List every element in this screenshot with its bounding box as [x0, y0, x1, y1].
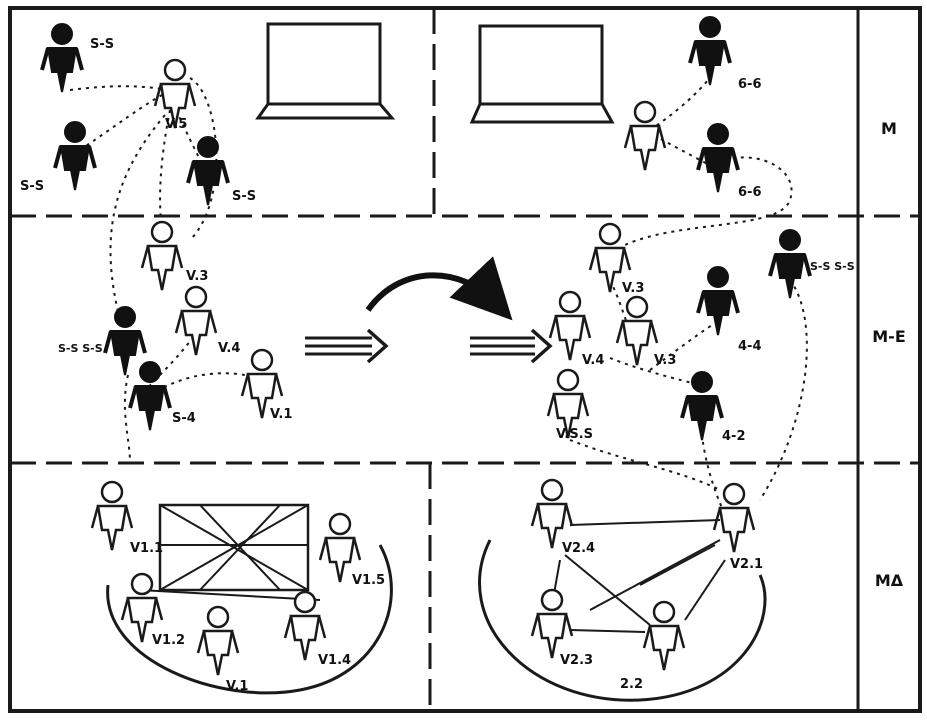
- person-icon-white: [90, 480, 134, 552]
- person-label: V.5: [165, 117, 187, 132]
- person-label: 6-6: [738, 185, 762, 200]
- person-label: S-S S-S: [58, 342, 103, 355]
- person-label: V.S.S: [556, 427, 593, 442]
- person-icon-white: [530, 588, 574, 660]
- person-label: S-4: [172, 411, 196, 426]
- person-icon-white: [530, 478, 574, 550]
- person-label: V.4: [218, 341, 240, 356]
- person-icon-black: [53, 120, 97, 192]
- person-icon-black: [128, 360, 172, 432]
- person-label: 4-4: [738, 339, 762, 354]
- person-label: V.3: [622, 281, 644, 296]
- row-label-middle: M-E: [872, 327, 906, 346]
- person-icon-white: [623, 100, 667, 172]
- dotted-connections: [69, 77, 808, 536]
- person-icon-black: [688, 15, 732, 87]
- person-label: S-S: [20, 179, 44, 194]
- laptop-icon: [255, 22, 396, 120]
- curved-arrow: [365, 256, 513, 321]
- person-label: V.3: [654, 353, 676, 368]
- person-icon-white: [140, 220, 184, 292]
- person-icon-white: [548, 290, 592, 362]
- row-label-top: M: [881, 119, 897, 138]
- person-label: V1.4: [318, 653, 351, 668]
- person-label: 6-6: [738, 77, 762, 92]
- bottom-right-network: [478, 519, 767, 702]
- person-icon-black: [696, 122, 740, 194]
- person-icon-black: [696, 265, 740, 337]
- person-icon-white: [196, 605, 240, 677]
- bottom-left-network: [106, 503, 393, 695]
- person-label: V.1: [270, 407, 292, 422]
- person-icon-white: [318, 512, 362, 584]
- person-label: V1.5: [352, 573, 385, 588]
- person-label: V2.4: [562, 541, 595, 556]
- person-icon-white: [174, 285, 218, 357]
- transition-arrows: [305, 256, 553, 364]
- person-icon-white: [615, 295, 659, 367]
- person-label: V1.1: [130, 541, 163, 556]
- person-label: V1.2: [152, 633, 185, 648]
- person-icon-white: [120, 572, 164, 644]
- person-icon-white: [283, 590, 327, 662]
- person-icon-white: [642, 600, 686, 672]
- laptop-icon: [469, 24, 615, 124]
- person-label: V.3: [186, 269, 208, 284]
- person-icon-black: [103, 305, 147, 377]
- person-label: S-S: [232, 189, 256, 204]
- person-label: S-S S-S: [810, 260, 855, 273]
- person-label: 4-2: [722, 429, 746, 444]
- row-label-bottom: MΔ: [875, 571, 904, 590]
- person-label: V2.3: [560, 653, 593, 668]
- person-label: 2.2: [620, 677, 643, 692]
- person-label: V.1: [226, 679, 248, 694]
- person-label: V.4: [582, 353, 604, 368]
- person-icon-white: [712, 482, 756, 554]
- person-icon-black: [768, 228, 812, 300]
- person-label: S-S: [90, 37, 114, 52]
- person-label: V2.1: [730, 557, 763, 572]
- person-icon-black: [40, 22, 84, 94]
